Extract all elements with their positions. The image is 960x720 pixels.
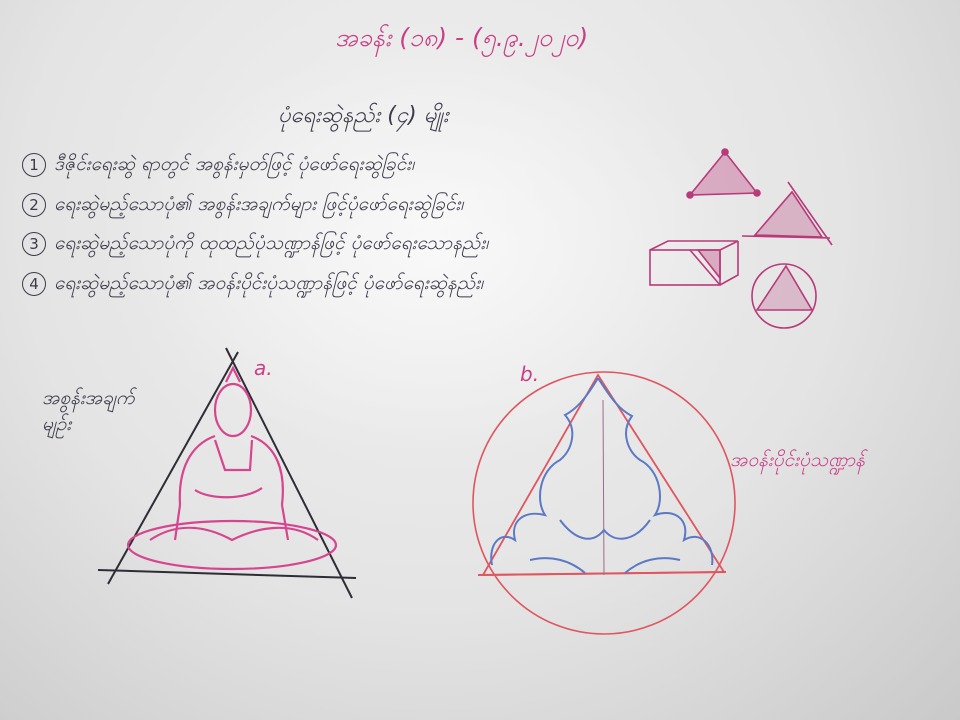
rule-number: 4 bbox=[22, 272, 46, 296]
rule-text: ဒီဇိုင်းရေးဆွဲ ရာတွင် အစွန်းမှတ်ဖြင့် ပု… bbox=[54, 153, 415, 175]
rule-item: 3 ရေးဆွဲမည့်သောပုံကို ထုထည်ပုံသဏ္ဍာန်ဖြင့… bbox=[22, 231, 488, 259]
rule-text: ရေးဆွဲမည့်သောပုံ၏ အစွန်းအချက်များ ဖြင့်ပ… bbox=[54, 193, 464, 215]
thumb-triangle-extended-lines bbox=[741, 181, 833, 246]
rule-item: 2 ရေးဆွဲမည့်သောပုံ၏ အစွန်းအချက်များ ဖြင့်… bbox=[22, 192, 463, 220]
figure-a-label: a. bbox=[254, 356, 273, 380]
thumb-box-volume bbox=[649, 240, 739, 286]
rule-number: 1 bbox=[22, 153, 46, 177]
rule-item: 1 ဒီဇိုင်းရေးဆွဲ ရာတွင် အစွန်းမှတ်ဖြင့် ပ… bbox=[22, 152, 414, 180]
figure-b-label: b. bbox=[520, 362, 540, 386]
rule-number: 2 bbox=[22, 193, 46, 217]
rule-item: 4 ရေးဆွဲမည့်သောပုံ၏ အဝန်းပိုင်းပုံသဏ္ဍာန်… bbox=[22, 271, 483, 299]
seated-figure-sketch bbox=[126, 365, 338, 571]
figure-a-triangle bbox=[97, 347, 357, 599]
thumb-circle-triangle bbox=[751, 263, 817, 329]
rule-number: 3 bbox=[22, 232, 46, 256]
thumb-triangle-corner-points bbox=[686, 148, 761, 199]
thumbnail-sketches bbox=[649, 148, 833, 329]
lesson-title: အခန်း (၁၈) - (၅.၉.၂၀၂၀) bbox=[335, 23, 589, 52]
figure-b-circle-ornament bbox=[472, 371, 736, 635]
circular-shape-annotation: အဝန်းပိုင်းပုံသဏ္ဍာန် bbox=[730, 449, 865, 471]
leaf-ornament-sketch bbox=[490, 377, 714, 574]
drawing-methods-subtitle: ပုံရေးဆွဲနည်း (၄) မျိုး bbox=[278, 103, 449, 128]
light-glare bbox=[120, 40, 740, 460]
rule-text: ရေးဆွဲမည့်သောပုံကို ထုထည်ပုံသဏ္ဍာန်ဖြင့်… bbox=[54, 232, 489, 254]
rule-text: ရေးဆွဲမည့်သောပုံ၏ အဝန်းပိုင်းပုံသဏ္ဍာန်ဖ… bbox=[54, 272, 484, 294]
corner-points-annotation: အစွန်းအချက် မျဉ်း bbox=[42, 387, 135, 435]
